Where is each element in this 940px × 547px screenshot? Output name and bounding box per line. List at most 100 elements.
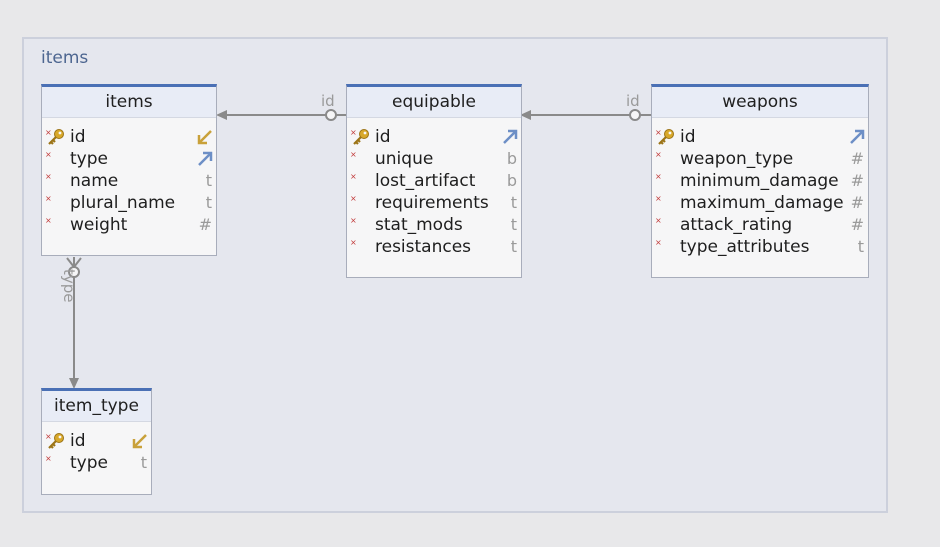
column-row-type-attributes[interactable]: × type_attributes t [652,236,868,258]
column-list: × id × weapon_type # × minimum_damage # × maximum… [652,118,868,258]
column-type: t [205,193,212,212]
table-item-type[interactable]: item_type × id × type t [41,388,152,495]
column-type: t [510,237,517,256]
column-type: t [205,171,212,190]
column-name: maximum_damage [680,193,844,213]
required-marker: × [350,216,357,225]
column-name: type [70,453,108,473]
column-row-minimum-damage[interactable]: × minimum_damage # [652,170,868,192]
column-type: b [506,149,517,168]
relation-label-equipable-weapons: id [626,92,640,110]
relation-equipable-items[interactable] [216,109,346,121]
table-items[interactable]: items × id × type × name t × plural_name t × weight… [41,84,217,256]
required-marker: × [45,216,52,225]
table-weapons[interactable]: weapons × id × weapon_type # × minimum_damage #… [651,84,869,278]
column-type: t [140,453,147,472]
column-row-resistances[interactable]: × resistances t [347,236,521,258]
column-name: weapon_type [680,149,794,169]
relation-label-items-equipable: id [321,92,335,110]
required-marker: × [655,238,662,247]
column-row-stat-mods[interactable]: × stat_mods t [347,214,521,236]
fk-out-icon [196,128,214,146]
column-name: name [70,171,119,191]
column-row-weapon-type[interactable]: × weapon_type # [652,148,868,170]
required-marker: × [45,432,52,441]
table-title: item_type [42,391,151,422]
column-row-type[interactable]: × type t [42,452,151,474]
column-type: # [850,149,864,168]
column-type: # [198,215,212,234]
required-marker: × [350,194,357,203]
required-marker: × [45,194,52,203]
fk-in-icon [196,150,214,168]
column-type: # [850,215,864,234]
required-marker: × [350,238,357,247]
fk-in-icon [501,128,519,146]
table-title: equipable [347,87,521,118]
column-row-name[interactable]: × name t [42,170,216,192]
required-marker: × [655,128,662,137]
column-row-id[interactable]: × id [42,430,151,452]
column-name: weight [70,215,128,235]
relation-items-item-type[interactable] [66,257,82,389]
required-marker: × [350,172,357,181]
column-row-maximum-damage[interactable]: × maximum_damage # [652,192,868,214]
column-name: plural_name [70,193,176,213]
required-marker: × [350,128,357,137]
required-marker: × [45,128,52,137]
required-marker: × [655,194,662,203]
primary-key-icon [47,432,65,450]
column-list: × id × unique b × lost_artifact b × requirements t… [347,118,521,258]
column-name: type_attributes [680,237,810,257]
table-title: weapons [652,87,868,118]
relation-weapons-equipable[interactable] [520,109,651,121]
required-marker: × [350,150,357,159]
required-marker: × [45,454,52,463]
required-marker: × [45,172,52,181]
column-row-id[interactable]: × id [652,126,868,148]
column-type: t [510,215,517,234]
column-row-weight[interactable]: × weight # [42,214,216,236]
required-marker: × [655,150,662,159]
relation-label-items-item-type: type [60,269,78,303]
column-type: # [850,171,864,190]
primary-key-icon [657,128,675,146]
column-list: × id × type × name t × plural_name t × weight # [42,118,216,236]
column-name: id [680,127,696,147]
column-list: × id × type t [42,422,151,474]
fk-in-icon [848,128,866,146]
group-title: items [41,48,89,68]
column-type: b [506,171,517,190]
table-title: items [42,87,216,118]
column-type: t [510,193,517,212]
column-name: attack_rating [680,215,793,235]
column-name: id [70,431,86,451]
column-row-id[interactable]: × id [347,126,521,148]
column-row-type[interactable]: × type [42,148,216,170]
column-row-plural-name[interactable]: × plural_name t [42,192,216,214]
column-row-lost-artifact[interactable]: × lost_artifact b [347,170,521,192]
required-marker: × [655,172,662,181]
column-name: id [70,127,86,147]
required-marker: × [45,150,52,159]
primary-key-icon [47,128,65,146]
fk-out-icon [131,432,149,450]
column-name: lost_artifact [375,171,476,191]
column-name: minimum_damage [680,171,839,191]
primary-key-icon [352,128,370,146]
column-name: requirements [375,193,489,213]
required-marker: × [655,216,662,225]
column-row-attack-rating[interactable]: × attack_rating # [652,214,868,236]
column-type: t [857,237,864,256]
column-type: # [850,193,864,212]
column-name: stat_mods [375,215,463,235]
column-row-unique[interactable]: × unique b [347,148,521,170]
column-name: type [70,149,108,169]
table-equipable[interactable]: equipable × id × unique b × lost_artifact b × req… [346,84,522,278]
column-row-id[interactable]: × id [42,126,216,148]
column-row-requirements[interactable]: × requirements t [347,192,521,214]
column-name: id [375,127,391,147]
column-name: resistances [375,237,472,257]
column-name: unique [375,149,434,169]
